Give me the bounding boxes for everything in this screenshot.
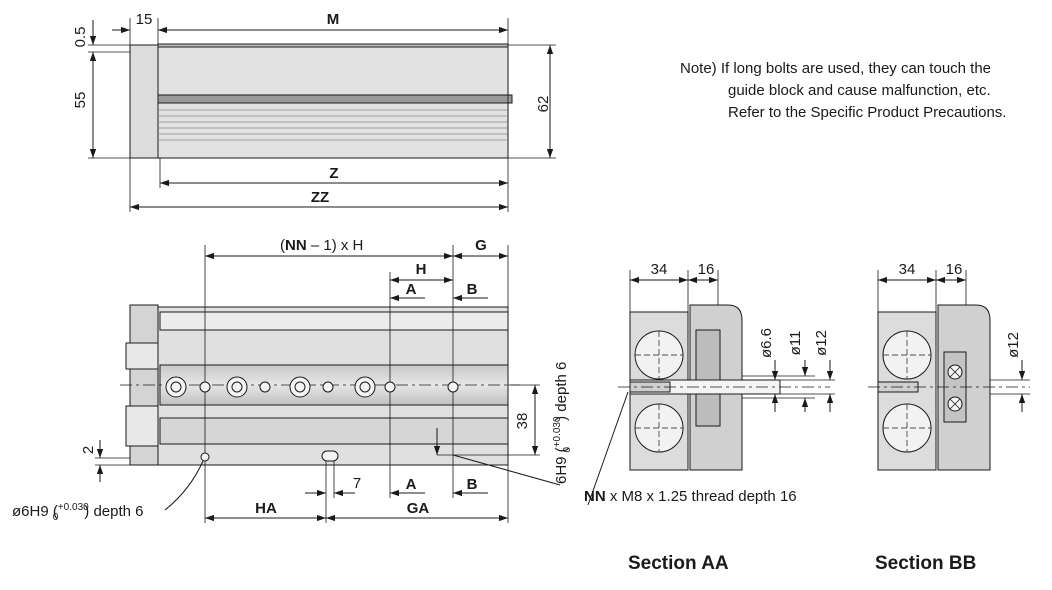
pin-hole-left bbox=[200, 452, 210, 462]
counterbore-hole-3-inner bbox=[294, 381, 306, 393]
dim-label-ga: GA bbox=[407, 500, 430, 517]
top-table-thin bbox=[157, 43, 509, 48]
dim-label-h: H bbox=[416, 261, 427, 278]
dim-label-7: 7 bbox=[353, 475, 361, 492]
dim-label-bb-16: 16 bbox=[946, 261, 963, 278]
front-end-slot-bottom bbox=[125, 405, 159, 447]
tap-hole-4 bbox=[384, 381, 396, 393]
precaution-note: Note) If long bolts are used, they can t… bbox=[680, 58, 1006, 124]
counterbore-hole-1-inner bbox=[170, 381, 182, 393]
top-end-plate bbox=[129, 44, 159, 159]
dim-label-ha: HA bbox=[255, 500, 277, 517]
top-rail-lines bbox=[158, 109, 508, 141]
front-view-labels: (NN – 1) x H G H A B A B 38 2 7 HA GA ø6… bbox=[12, 237, 573, 523]
tap-hole-5 bbox=[447, 381, 459, 393]
pin-slot bbox=[321, 450, 339, 462]
front-end-slot-top bbox=[125, 342, 159, 370]
dim-label-pitch: (NN – 1) x H bbox=[280, 237, 363, 254]
note-line-2: guide block and cause malfunction, etc. bbox=[728, 82, 991, 99]
hole-spec-right: 6H9 (+0.0300) depth 6 bbox=[552, 362, 573, 484]
section-label-b-bottom: B bbox=[467, 476, 478, 493]
thread-spec: NN x M8 x 1.25 thread depth 16 bbox=[584, 488, 797, 505]
tap-hole-3 bbox=[322, 381, 334, 393]
counterbore-hole-2-inner bbox=[231, 381, 243, 393]
section-label-a-bottom: A bbox=[406, 476, 417, 493]
section-bb-title: Section BB bbox=[875, 553, 977, 574]
leader-thread bbox=[587, 391, 629, 506]
dim-label-bb-34: 34 bbox=[899, 261, 916, 278]
note-line-1: Note) If long bolts are used, they can t… bbox=[680, 60, 992, 77]
dim-label-g: G bbox=[475, 237, 487, 254]
top-view-labels: 0.5 55 15 M 62 Z ZZ bbox=[72, 11, 552, 206]
counterbore-hole-4-inner bbox=[359, 381, 371, 393]
section-aa-guide bbox=[695, 329, 721, 427]
dim-label-62: 62 bbox=[535, 96, 552, 113]
top-view bbox=[88, 18, 556, 212]
section-bb-labels: 34 16 ø12 bbox=[899, 261, 1022, 358]
section-aa-title: Section AA bbox=[628, 553, 729, 574]
dim-label-15: 15 bbox=[136, 11, 153, 28]
front-table-top bbox=[159, 311, 509, 331]
dim-label-bb-d12: ø12 bbox=[1005, 332, 1022, 358]
note-line-3: Refer to the Specific Product Precaution… bbox=[728, 104, 1007, 121]
tap-hole-1 bbox=[199, 381, 211, 393]
tap-hole-2 bbox=[259, 381, 271, 393]
dim-label-55: 55 bbox=[72, 92, 89, 109]
front-rail-bottom bbox=[159, 417, 509, 445]
section-bb-view bbox=[868, 270, 1030, 471]
dim-label-m: M bbox=[327, 11, 340, 28]
section-aa-view bbox=[587, 270, 835, 506]
dim-label-2: 2 bbox=[80, 446, 97, 454]
section-label-a-top: A bbox=[406, 281, 417, 298]
dim-label-aa-d66: ø6.6 bbox=[758, 328, 775, 358]
top-table-band bbox=[157, 94, 513, 104]
front-holes bbox=[165, 376, 459, 462]
front-view bbox=[95, 245, 561, 523]
dim-label-38: 38 bbox=[514, 413, 531, 430]
leader-hole-left bbox=[164, 460, 204, 511]
dim-label-aa-34: 34 bbox=[651, 261, 668, 278]
dim-label-z: Z bbox=[329, 165, 338, 182]
dim-label-zz: ZZ bbox=[311, 189, 329, 206]
section-aa-labels: 34 16 ø6.6 ø11 ø12 NN x M8 x 1.25 thread… bbox=[584, 261, 830, 505]
dim-label-aa-16: 16 bbox=[698, 261, 715, 278]
section-label-b-top: B bbox=[467, 281, 478, 298]
dim-label-aa-d11: ø11 bbox=[787, 331, 804, 356]
dim-label-aa-d12: ø12 bbox=[813, 330, 830, 356]
leader-hole-right bbox=[452, 454, 561, 486]
dim-label-05: 0.5 bbox=[72, 27, 89, 48]
